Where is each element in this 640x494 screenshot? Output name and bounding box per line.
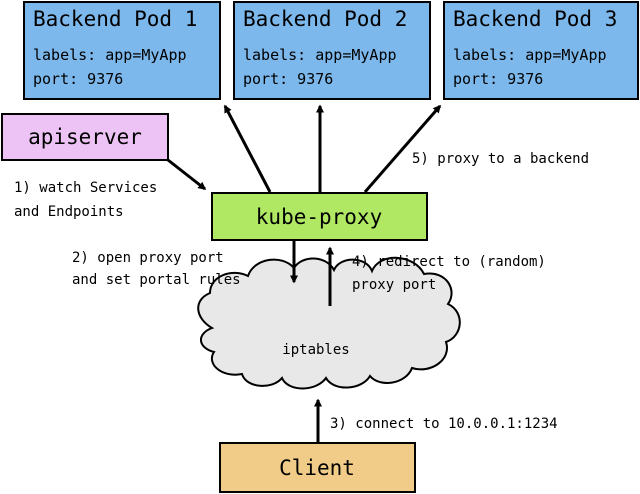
client-label: Client <box>279 456 355 480</box>
backend-pod-1-port: port: 9376 <box>33 70 123 88</box>
note-watch-line-2: and Endpoints <box>14 204 124 220</box>
note-open-proxy-line-2: and set portal rules <box>72 272 241 288</box>
backend-pod-3-labels: labels: app=MyApp <box>453 46 607 64</box>
backend-pod-3-port: port: 9376 <box>453 70 543 88</box>
backend-pod-2-title: Backend Pod 2 <box>243 7 407 31</box>
backend-pod-2-box <box>233 1 431 100</box>
backend-pod-1: Backend Pod 1 labels: app=MyApp port: 93… <box>23 1 221 100</box>
apiserver-node: apiserver <box>1 113 169 161</box>
kube-proxy-label: kube-proxy <box>256 205 382 229</box>
backend-pod-3-box <box>443 1 639 100</box>
note-connect: 3) connect to 10.0.0.1:1234 <box>330 416 558 432</box>
client-box <box>219 442 416 493</box>
note-redirect: 4) redirect to (random) proxy port <box>352 254 546 293</box>
note-redirect-line-2: proxy port <box>352 277 436 293</box>
iptables-cloud-shape <box>197 256 461 390</box>
iptables-label: iptables <box>282 342 349 358</box>
apiserver-label: apiserver <box>28 125 142 149</box>
note-proxy-backend: 5) proxy to a backend <box>412 151 589 167</box>
backend-pod-2: Backend Pod 2 labels: app=MyApp port: 93… <box>233 1 431 100</box>
backend-pod-3: Backend Pod 3 labels: app=MyApp port: 93… <box>443 1 639 100</box>
arrow-proxy-to-pod-1 <box>223 104 272 193</box>
note-open-proxy-line-1: 2) open proxy port <box>72 250 224 266</box>
note-redirect-line-1: 4) redirect to (random) <box>352 254 546 270</box>
backend-pod-3-title: Backend Pod 3 <box>453 7 617 31</box>
backend-pod-1-box <box>23 1 221 100</box>
note-open-proxy: 2) open proxy port and set portal rules <box>72 250 241 288</box>
kube-proxy-node: kube-proxy <box>211 192 428 241</box>
backend-pod-2-labels: labels: app=MyApp <box>243 46 397 64</box>
backend-pod-1-labels: labels: app=MyApp <box>33 46 187 64</box>
backend-pod-1-title: Backend Pod 1 <box>33 7 197 31</box>
apiserver-box <box>1 113 169 161</box>
client-node: Client <box>219 442 416 493</box>
arrow-apiserver-to-proxy <box>167 158 207 191</box>
iptables-cloud: iptables <box>197 256 461 390</box>
note-watch: 1) watch Services and Endpoints <box>14 180 157 220</box>
kube-proxy-box <box>211 192 428 241</box>
note-watch-line-1: 1) watch Services <box>14 180 157 196</box>
backend-pod-2-port: port: 9376 <box>243 70 333 88</box>
arrow-proxy-to-pod-3 <box>363 104 442 193</box>
